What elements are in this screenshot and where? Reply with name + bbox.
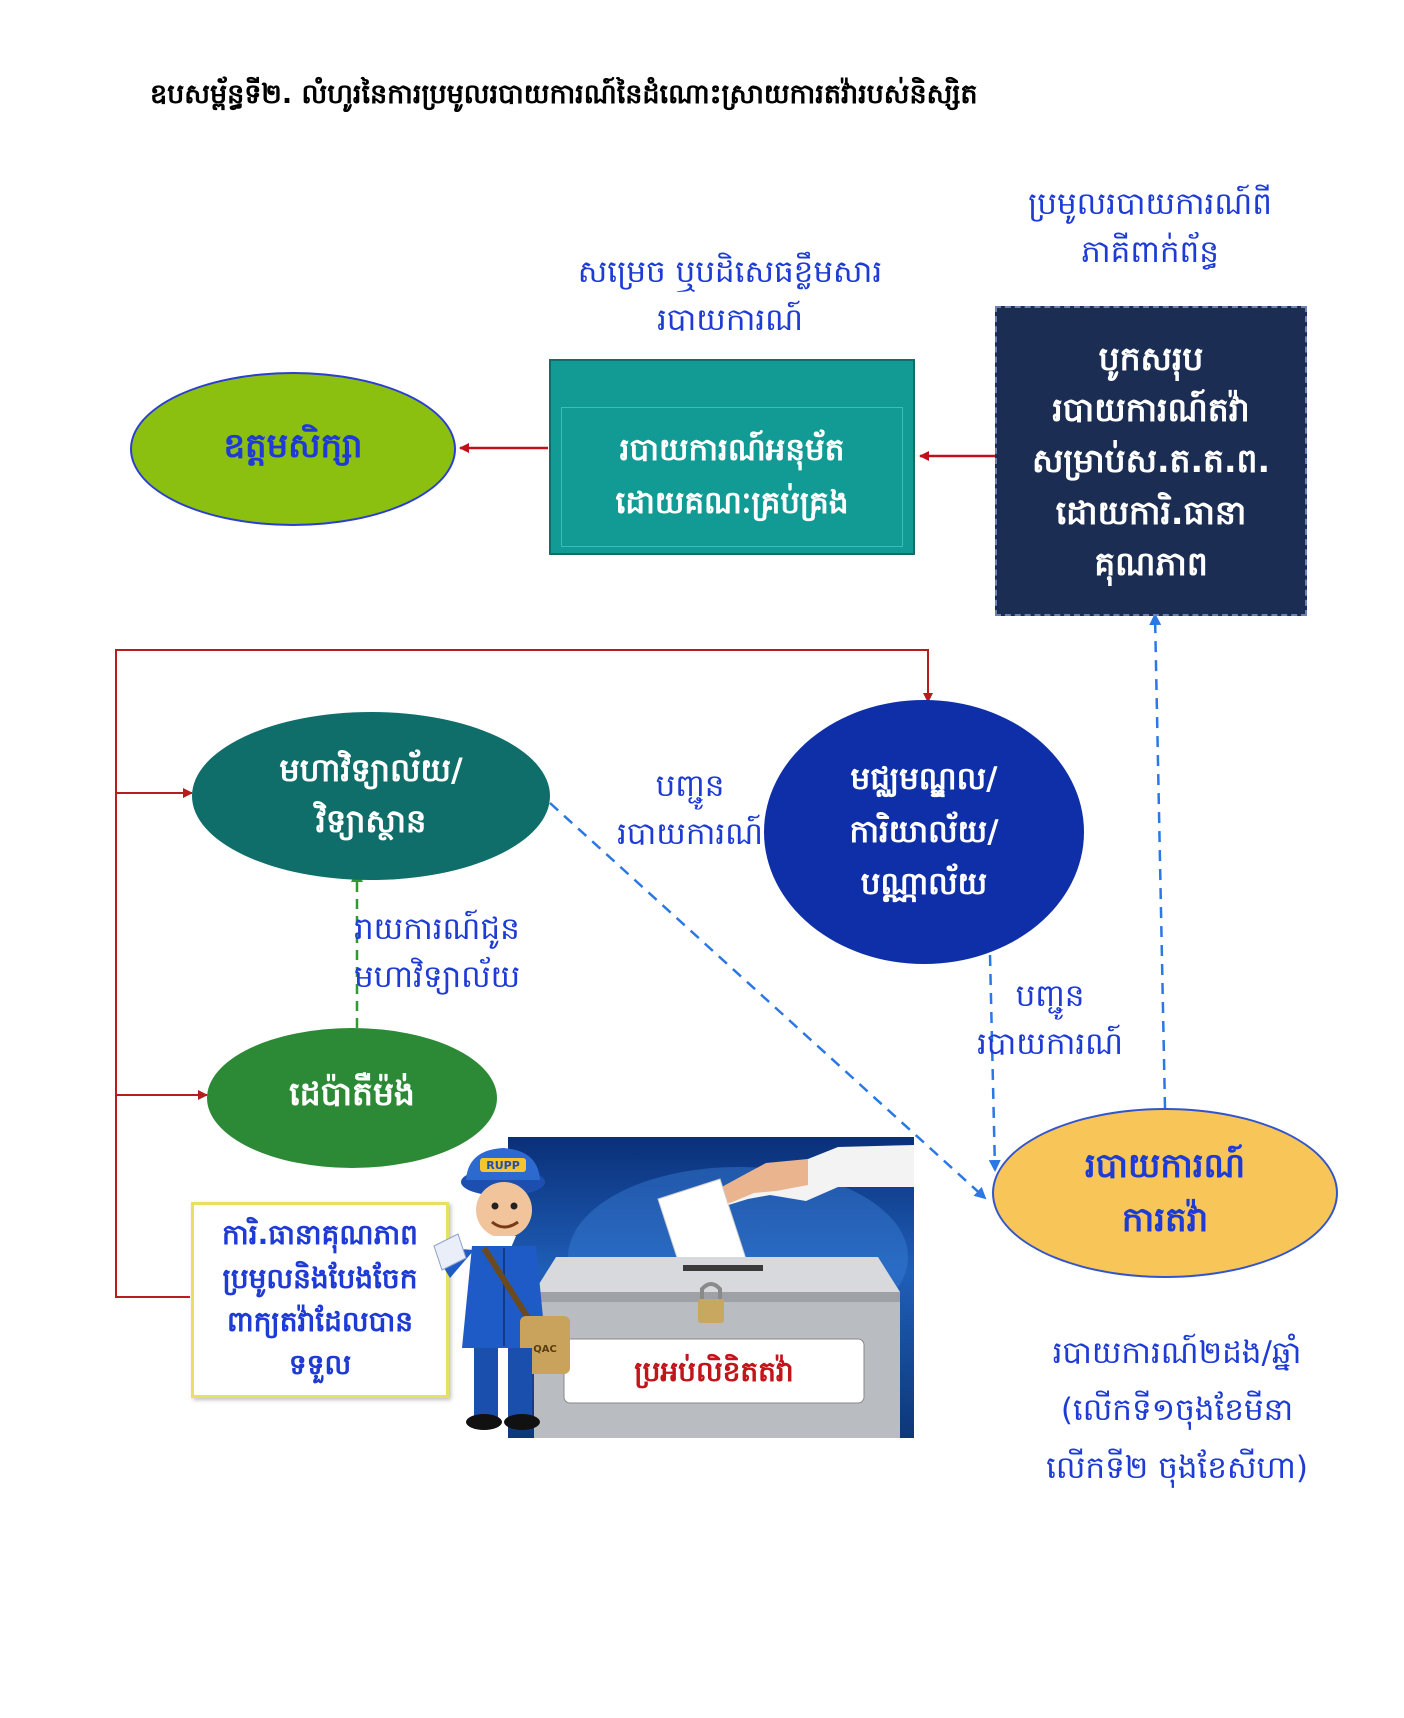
label-frequency: របាយការណ៍២ដង/ឆ្នាំ (លើកទី១ចុងខែមីនា លើកទ… [1046, 1335, 1308, 1486]
label-send-report-2: បញ្ជូន របាយការណ៍ [976, 978, 1124, 1063]
ballot-box-label: ប្រអប់លិខិតតវ៉ា [634, 1353, 793, 1389]
postman-drawing: RUPP QAC [433, 1148, 570, 1430]
cap-text: RUPP [486, 1159, 520, 1172]
bag-text: QAC [533, 1344, 557, 1355]
node-complaint-report: របាយការណ៍ ការតវ៉ា [992, 1108, 1338, 1278]
node-faculty: មហាវិទ្យាល័យ/ វិទ្យាស្ថាន [192, 712, 550, 880]
node-summary-report: បូកសរុប របាយការណ៍តវ៉ា សម្រាប់ស.ត.ត.ព. ដោ… [995, 306, 1307, 616]
page-title: ឧបសម្ព័ន្ធទី២. លំហូរនៃការប្រមូលរបាយការណ៍… [150, 79, 978, 110]
arrow-faculty-to-complaint [549, 802, 987, 1200]
label-report-to-faculty: រាយការណ៍ជូន មហាវិទ្យាល័យ [354, 911, 521, 996]
node-qa-office: ការិ.ធានាគុណភាព ប្រមូលនិងបែងចែក ពាក្យតវ៉… [191, 1202, 449, 1398]
node-rector: ឧត្តមសិក្សា [130, 372, 456, 526]
postman-illustration: RUPP QAC [428, 1138, 578, 1436]
ballot-box-drawing: ប្រអប់លិខិតតវ៉ា [534, 1145, 914, 1438]
label-collect-from-stakeholders: ប្រមូលរបាយការណ៍ពី ភាគីពាក់ព័ន្ធ [1028, 186, 1272, 271]
arrow-complaint-to-summary [1149, 613, 1167, 1109]
node-center: មជ្ឈមណ្ឌល/ ការិយាល័យ/ បណ្ណាល័យ [764, 700, 1084, 964]
node-approved-report: របាយការណ៍អនុម័ត ដោយគណៈគ្រប់គ្រង [549, 359, 915, 555]
qa-distribution-line [115, 649, 933, 1298]
approved-report-inner: របាយការណ៍អនុម័ត ដោយគណៈគ្រប់គ្រង [561, 407, 903, 547]
label-approve-or-reject: សម្រេច ឬបដិសេធខ្លឹមសារ របាយការណ៍ [577, 254, 883, 339]
node-department: ដេប៉ាតឺម៉ង់ [207, 1028, 497, 1168]
ballot-box-illustration: ប្រអប់លិខិតតវ៉ា [508, 1137, 914, 1438]
arrow-center-to-complaint [988, 954, 1001, 1172]
label-send-report-1: បញ្ជូន របាយការណ៍ [616, 768, 764, 853]
